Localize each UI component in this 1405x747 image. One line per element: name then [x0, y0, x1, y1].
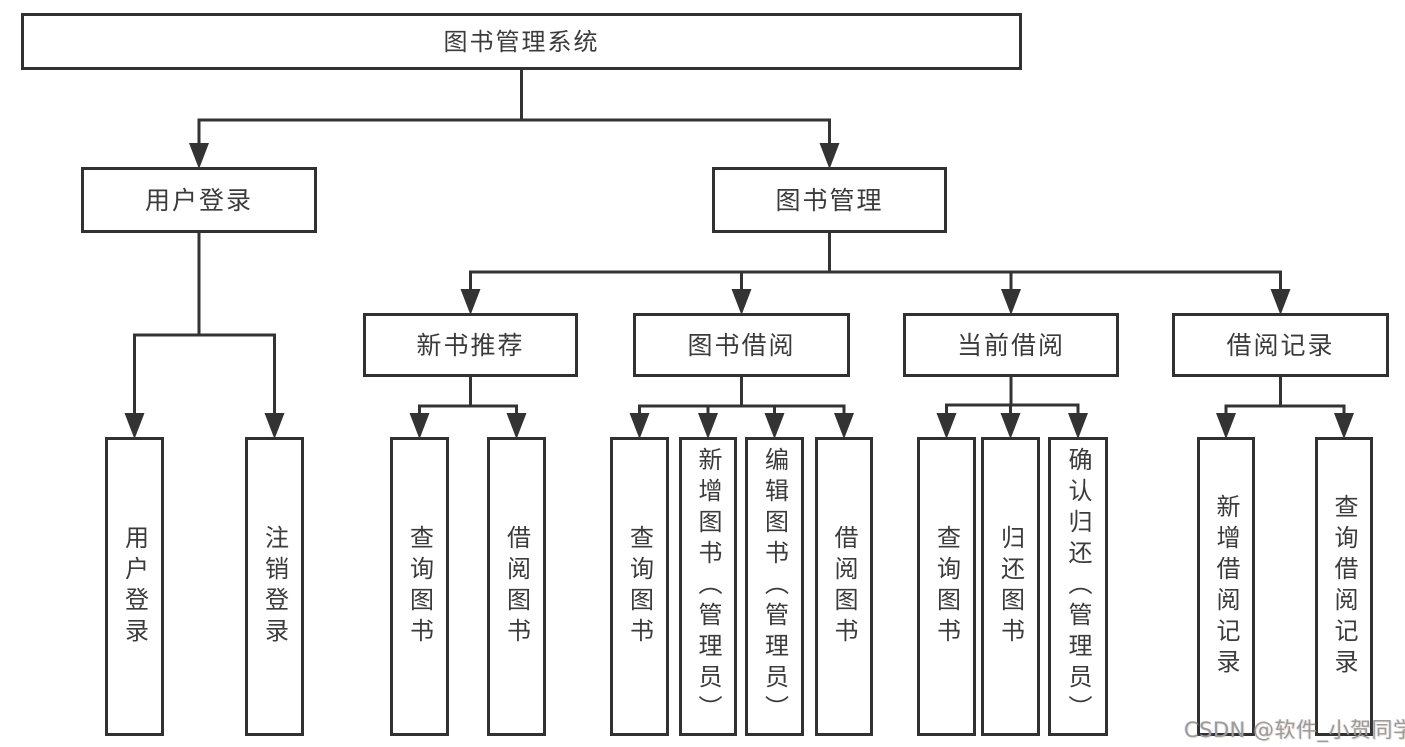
node-bb-borrow-books: 借阅图书: [815, 437, 873, 736]
arrowhead-icon: [1270, 289, 1291, 315]
arrowhead-icon: [936, 413, 957, 439]
arrowhead-icon: [1334, 413, 1354, 439]
node-leaf-user-login: 用户登录: [105, 437, 164, 736]
arrowhead-icon: [698, 413, 718, 439]
arrowhead-icon: [1001, 289, 1021, 315]
node-book-borrow: 图书借阅: [633, 313, 850, 377]
node-bb-add-books-admin: 新增图书（管理员）: [679, 437, 737, 736]
arrowhead-icon: [124, 413, 145, 439]
csdn-watermark: CSDN @软件_小贺同学: [1184, 718, 1405, 742]
arrowhead-icon: [409, 413, 430, 439]
node-cb-return-books: 归还图书: [981, 437, 1040, 736]
arrowhead-icon: [1068, 413, 1088, 439]
node-br-query-borrow-record: 查询借阅记录: [1315, 437, 1373, 736]
node-rec-borrow-books: 借阅图书: [487, 437, 546, 736]
node-user-login: 用户登录: [81, 167, 317, 233]
arrowhead-icon: [764, 413, 785, 439]
arrowhead-icon: [460, 289, 481, 315]
node-leaf-logout-login: 注销登录: [245, 437, 304, 736]
node-bb-edit-books-admin: 编辑图书（管理员）: [745, 437, 804, 736]
arrowhead-icon: [834, 413, 854, 439]
node-cb-query-books: 查询图书: [917, 437, 976, 736]
node-new-book-rec: 新书推荐: [363, 313, 578, 377]
node-current-borrow: 当前借阅: [903, 313, 1119, 377]
arrowhead-icon: [189, 143, 209, 169]
arrowhead-icon: [731, 289, 752, 315]
arrowhead-icon: [1216, 413, 1236, 439]
arrowhead-icon: [819, 143, 840, 169]
arrowhead-icon: [506, 413, 527, 439]
node-rec-query-books: 查询图书: [390, 437, 449, 736]
node-root: 图书管理系统: [21, 13, 1022, 70]
node-cb-confirm-return-admin: 确认归还（管理员）: [1048, 437, 1108, 736]
arrowhead-icon: [629, 413, 650, 439]
node-book-mgmt: 图书管理: [712, 167, 947, 233]
arrowhead-icon: [1000, 413, 1021, 439]
node-borrow-records: 借阅记录: [1172, 313, 1389, 377]
arrowhead-icon: [264, 413, 285, 439]
node-br-add-borrow-record: 新增借阅记录: [1197, 437, 1255, 736]
node-bb-query-books: 查询图书: [610, 437, 669, 736]
